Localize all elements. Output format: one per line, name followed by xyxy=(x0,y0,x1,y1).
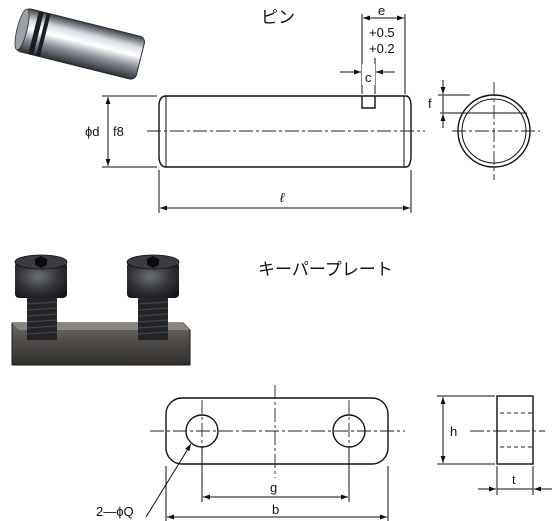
dim-f-label: f xyxy=(428,96,432,111)
pin-side-view xyxy=(147,95,425,168)
dim-h-label: h xyxy=(450,424,457,439)
dim-t: t xyxy=(478,466,552,495)
dim-g-label: g xyxy=(270,480,277,495)
pin-title: ピン xyxy=(261,8,295,28)
key-plate-top-view xyxy=(150,385,405,478)
dim-fit-label: f8 xyxy=(113,124,124,139)
key-plate-photo xyxy=(11,254,191,366)
dim-c-label: c xyxy=(365,70,372,85)
dim-b: b xyxy=(165,466,389,521)
holes-label: 2—ϕQ xyxy=(96,504,134,519)
holes-leader: 2—ϕQ xyxy=(96,443,192,519)
tol-upper-label: +0.5 xyxy=(369,25,395,40)
dim-d: ϕd f8 xyxy=(85,95,157,168)
key-plate-title: キーパープレート xyxy=(258,260,393,280)
key-plate-side-view xyxy=(470,395,545,465)
dim-f: f xyxy=(428,80,470,128)
dim-b-label: b xyxy=(272,502,279,517)
pin-end-view xyxy=(440,82,540,180)
dim-c: c xyxy=(340,58,395,94)
dim-l-label: ℓ xyxy=(280,190,285,205)
dim-g: g xyxy=(201,447,350,502)
pin-photo xyxy=(14,8,145,80)
dim-e-label: e xyxy=(378,3,385,18)
dim-d-label: ϕd xyxy=(85,124,100,139)
dim-l: ℓ xyxy=(158,170,412,213)
tol-lower-label: +0.2 xyxy=(369,41,395,56)
dim-h: h xyxy=(437,395,495,465)
dim-t-label: t xyxy=(512,472,516,487)
